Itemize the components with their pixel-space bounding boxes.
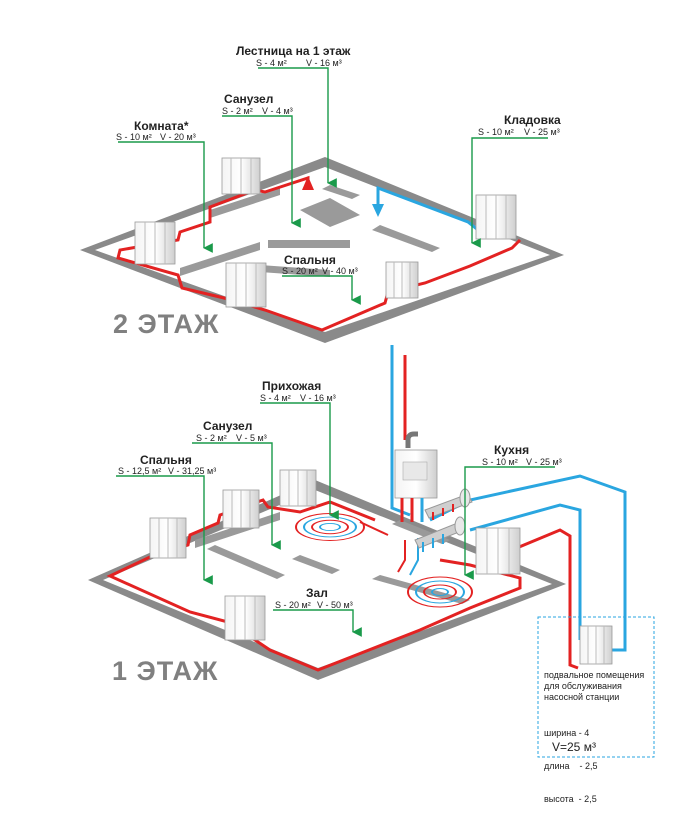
floor-2-plan [80, 157, 564, 343]
arrow-up-icon [302, 176, 314, 190]
radiator-icon [224, 595, 266, 641]
room-name-staircase: Лестница на 1 этаж [236, 44, 351, 58]
radiator-icon [279, 469, 317, 507]
room-area: S - 4 м² [260, 393, 291, 403]
radiator-icon [149, 517, 187, 559]
basement-volume: V=25 м³ [552, 740, 596, 754]
basement-height: высота - 2,5 [544, 794, 597, 804]
boiler-icon [394, 431, 438, 522]
room-volume: V - 4 м³ [262, 106, 293, 116]
radiator-icon [475, 527, 521, 575]
room-volume: V - 50 м³ [317, 600, 353, 610]
room-area: S - 4 м² [256, 58, 287, 68]
room-area: S - 10 м² [478, 127, 514, 137]
basement-length: длина - 2,5 [544, 761, 598, 771]
basement-description-line: для обслуживания [544, 681, 622, 691]
room-area: S - 20 м² [282, 266, 318, 276]
room-name-storage: Кладовка [504, 113, 561, 127]
floor-1-heating-loop [106, 498, 522, 672]
radiator-icon [134, 221, 176, 265]
radiator-icon [475, 194, 517, 240]
radiator-icon [225, 262, 267, 308]
floor-2-walls [180, 185, 440, 277]
room-volume: V - 5 м³ [236, 433, 267, 443]
floor-1-plan [88, 345, 627, 680]
room-name-hallway: Прихожая [262, 379, 322, 393]
room-name-bathroom: Санузел [203, 419, 253, 433]
room-volume: V - 31,25 м³ [168, 466, 217, 476]
floor-1-leaders [116, 402, 555, 637]
manifold-icon [414, 488, 473, 552]
floor-2-label: 2 ЭТАЖ [113, 309, 220, 339]
room-volume: V - 25 м³ [524, 127, 560, 137]
radiator-icon [579, 625, 613, 665]
floor-2-leaders [118, 67, 548, 305]
basement-description: подвальное помещения для обслуживания на… [544, 670, 644, 703]
room-volume: V - 16 м³ [306, 58, 342, 68]
basement-panel [537, 616, 655, 758]
basement-description-line: подвальное помещения [544, 670, 645, 680]
floor-1-label: 1 ЭТАЖ [112, 656, 219, 686]
room-volume: V - 25 м³ [526, 457, 562, 467]
basement-dimensions: ширина - 4 длина - 2,5 высота - 2,5 [544, 706, 598, 816]
room-area: S - 2 м² [196, 433, 227, 443]
room-name-kitchen: Кухня [494, 443, 530, 457]
room-name-bathroom: Санузел [224, 92, 274, 106]
underfloor-coil-icon [407, 576, 473, 608]
room-name-bedroom: Спальня [140, 453, 192, 467]
arrow-down-icon [372, 204, 384, 217]
basement-description-line: насосной станции [544, 692, 620, 702]
room-area: S - 10 м² [116, 132, 152, 142]
radiator-icon [385, 261, 419, 299]
room-volume: V - 20 м³ [160, 132, 196, 142]
radiator-icon [221, 157, 261, 195]
room-area: S - 10 м² [482, 457, 518, 467]
basement-width: ширина - 4 [544, 728, 590, 738]
room-area: S - 2 м² [222, 106, 253, 116]
floor-2-return-pipe [376, 185, 479, 232]
radiator-icon [222, 489, 260, 529]
room-volume: V - 16 м³ [300, 393, 336, 403]
room-area: S - 12,5 м² [118, 466, 162, 476]
floor-1-return-pipe [390, 345, 411, 517]
room-area: S - 20 м² [275, 600, 311, 610]
room-name-bedroom: Спальня [284, 253, 336, 267]
floor-1-walls [195, 512, 470, 604]
room-name-room: Комната* [134, 119, 189, 133]
room-volume: V - 40 м³ [322, 266, 358, 276]
room-name-hall: Зал [306, 586, 328, 600]
